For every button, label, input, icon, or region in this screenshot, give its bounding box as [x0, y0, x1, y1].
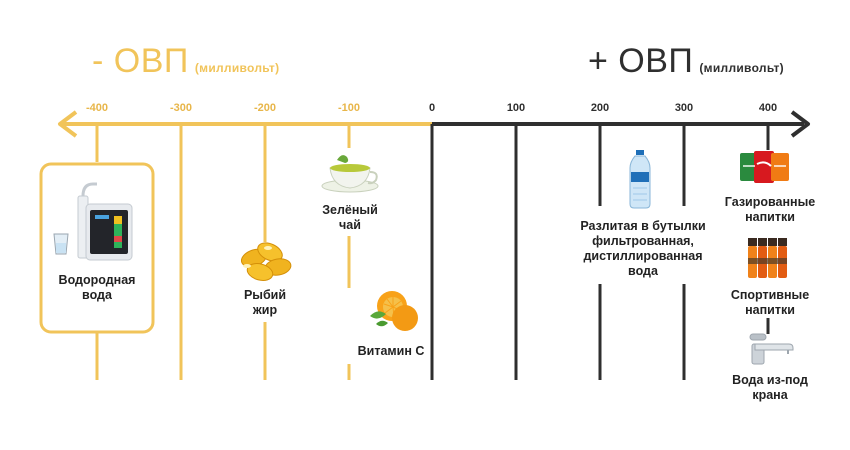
orange-icon [370, 291, 418, 331]
fish-oil-label: Рыбий жир [243, 288, 287, 317]
green-tea-label: Зелёный чай [322, 203, 378, 232]
sports-drinks-label: Спортивные напитки [730, 288, 810, 317]
left-arrow-icon [58, 110, 78, 138]
tick-label: -300 [169, 102, 193, 114]
tick-label: 100 [506, 102, 526, 114]
faucet-icon [749, 333, 794, 365]
soda-cans-icon [740, 151, 789, 183]
negative-orp-label: - ОВП [92, 42, 189, 80]
hydrogen-water-label: Водородная вода [58, 273, 136, 302]
bottled-water-label: Разлитая в бутылки фильтрованная, дистил… [580, 219, 706, 278]
tick-label: 300 [674, 102, 694, 114]
tick-label: 200 [590, 102, 610, 114]
water-bottle-icon [629, 150, 651, 209]
positive-orp-label: + ОВП [588, 42, 694, 80]
tick-label: 0 [428, 102, 436, 114]
green-tea-cup-icon [321, 155, 379, 193]
negative-orp-title: - ОВП (милливольт) [92, 42, 279, 81]
vitamin-c-label: Витамин C [357, 344, 425, 358]
tick-label: -100 [337, 102, 361, 114]
sports-drinks-icon [748, 238, 787, 278]
tap-water-label: Вода из-под крана [732, 373, 808, 402]
tick-label: 400 [758, 102, 778, 114]
tick-label: -400 [85, 102, 109, 114]
scale-lines [95, 124, 770, 380]
glass-icon [53, 233, 69, 255]
positive-orp-title: + ОВП (милливольт) [588, 42, 784, 81]
fish-oil-capsules-icon [240, 242, 292, 281]
right-arrow-icon [790, 110, 810, 138]
negative-orp-unit: (милливольт) [194, 61, 280, 75]
positive-orp-unit: (милливольт) [699, 61, 784, 75]
ionizer-machine-icon [77, 182, 133, 261]
tick-label: -200 [253, 102, 277, 114]
soda-label: Газированные напитки [724, 195, 816, 224]
